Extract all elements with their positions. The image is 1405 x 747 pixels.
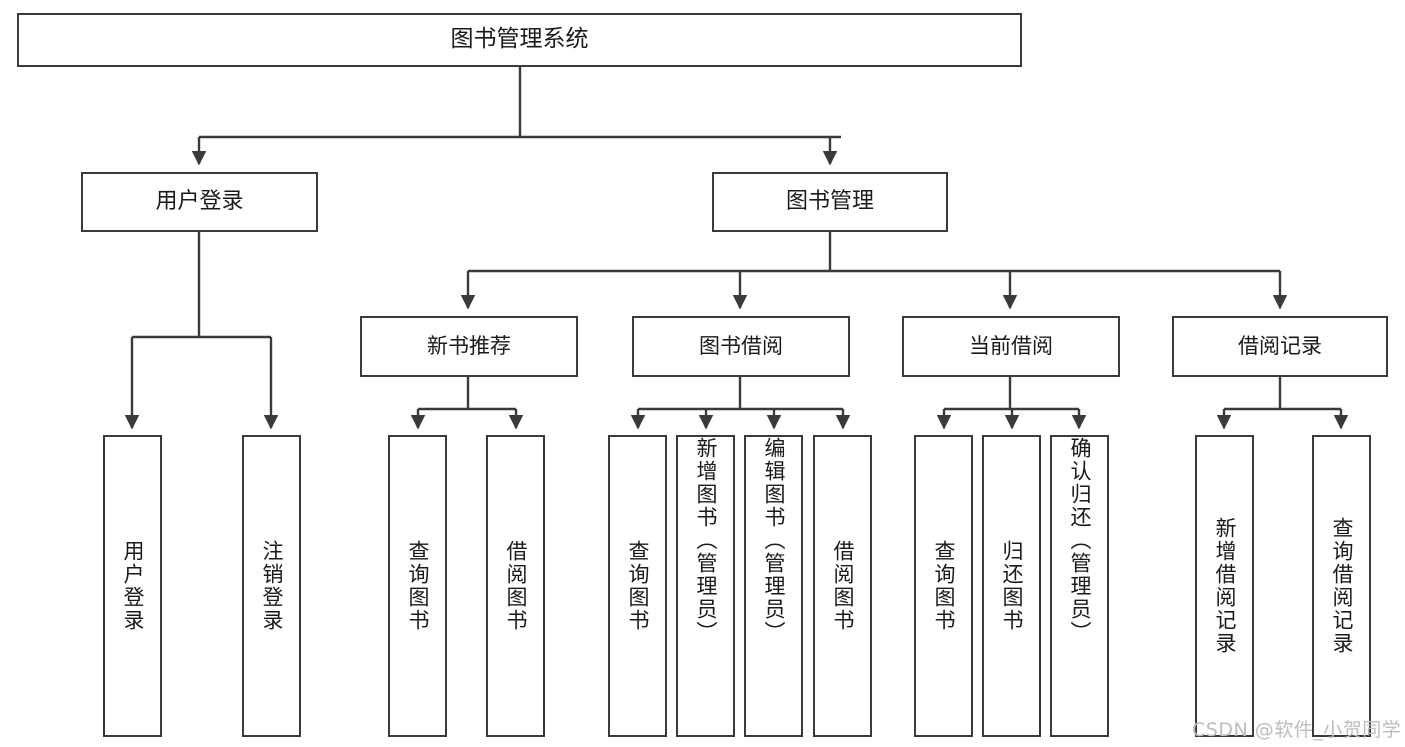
- node-book-borrow-label: 图书借阅: [699, 334, 783, 359]
- leaf-new-book-query-label: 查询图书: [406, 540, 430, 632]
- leaf-borrow-edit-book-admin-label: 编辑图书（管理员）: [762, 437, 786, 644]
- leaf-borrow-edit-book-admin[interactable]: 编辑图书（管理员）: [744, 435, 803, 737]
- node-new-book-recommend[interactable]: 新书推荐: [360, 316, 578, 377]
- leaf-borrow-add-book-admin[interactable]: 新增图书（管理员）: [676, 435, 735, 737]
- leaf-borrow-query-book[interactable]: 查询图书: [608, 435, 667, 737]
- leaf-borrow-query-book-label: 查询图书: [626, 540, 650, 632]
- node-book-borrow[interactable]: 图书借阅: [632, 316, 850, 377]
- leaf-current-return-book-label: 归还图书: [1000, 540, 1024, 632]
- node-user-login[interactable]: 用户登录: [81, 172, 318, 232]
- node-borrow-record-label: 借阅记录: [1238, 334, 1322, 359]
- node-root-system[interactable]: 图书管理系统: [17, 13, 1022, 67]
- leaf-user-login-signin[interactable]: 用户登录: [103, 435, 162, 737]
- leaf-borrow-add-book-admin-label: 新增图书（管理员）: [694, 437, 718, 644]
- leaf-borrow-borrow-book-label: 借阅图书: [831, 540, 855, 632]
- node-user-login-label: 用户登录: [155, 189, 244, 215]
- leaf-current-return-book[interactable]: 归还图书: [982, 435, 1041, 737]
- node-new-book-recommend-label: 新书推荐: [427, 334, 511, 359]
- node-current-borrow[interactable]: 当前借阅: [902, 316, 1120, 377]
- leaf-user-login-signout[interactable]: 注销登录: [242, 435, 301, 737]
- node-book-management[interactable]: 图书管理: [712, 172, 948, 232]
- leaf-record-add-record[interactable]: 新增借阅记录: [1195, 435, 1254, 737]
- leaf-new-book-query[interactable]: 查询图书: [388, 435, 447, 737]
- leaf-record-query-record[interactable]: 查询借阅记录: [1312, 435, 1371, 737]
- leaf-current-query-book-label: 查询图书: [932, 540, 956, 632]
- leaf-new-book-borrow-label: 借阅图书: [504, 540, 528, 632]
- leaf-current-confirm-return-admin-label: 确认归还（管理员）: [1068, 437, 1092, 644]
- node-borrow-record[interactable]: 借阅记录: [1172, 316, 1388, 377]
- leaf-borrow-borrow-book[interactable]: 借阅图书: [813, 435, 872, 737]
- leaf-user-login-signin-label: 用户登录: [121, 540, 145, 632]
- node-current-borrow-label: 当前借阅: [969, 334, 1053, 359]
- leaf-current-query-book[interactable]: 查询图书: [914, 435, 973, 737]
- leaf-current-confirm-return-admin[interactable]: 确认归还（管理员）: [1050, 435, 1109, 737]
- leaf-user-login-signout-label: 注销登录: [260, 540, 284, 632]
- node-book-management-label: 图书管理: [785, 189, 874, 215]
- leaf-new-book-borrow[interactable]: 借阅图书: [486, 435, 545, 737]
- leaf-record-query-record-label: 查询借阅记录: [1330, 517, 1354, 655]
- node-root-system-label: 图书管理系统: [450, 26, 589, 53]
- leaf-record-add-record-label: 新增借阅记录: [1213, 517, 1237, 655]
